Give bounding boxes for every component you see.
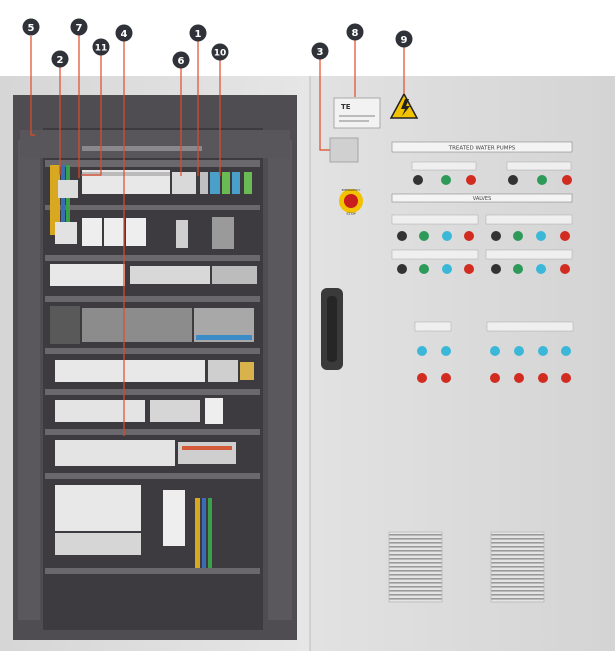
callout-badge-7: 7 xyxy=(70,18,88,36)
treated-water-pumps-title: TREATED WATER PUMPS xyxy=(448,146,516,152)
callout-badge-9: 9 xyxy=(395,30,413,48)
row-8-components xyxy=(55,485,212,568)
callout-badge-3: 3 xyxy=(311,42,329,60)
callout-badge-6: 6 xyxy=(172,51,190,69)
svg-text:1: 1 xyxy=(195,29,202,40)
valve-1-selector[interactable] xyxy=(397,231,407,241)
callout-leader-lines xyxy=(30,27,405,436)
valve-3-selector[interactable] xyxy=(397,264,407,274)
top-cable-duct xyxy=(20,130,290,158)
svg-text:2: 2 xyxy=(57,55,64,66)
callout-badge-8: 8 xyxy=(346,23,364,41)
row-2-components xyxy=(55,217,234,249)
plc-row xyxy=(50,306,254,344)
te-logo: TE xyxy=(341,103,351,111)
lightning-icon xyxy=(401,99,410,116)
estop-top-label: EMERGENCY xyxy=(342,188,361,192)
valves-title: VALVES xyxy=(473,196,492,202)
estop-bottom-label: STOP xyxy=(346,212,355,216)
svg-text:7: 7 xyxy=(76,23,83,34)
ventilation-grille-right xyxy=(490,531,545,603)
row-6-components xyxy=(55,398,223,424)
valve-controls xyxy=(391,214,573,274)
pump-2-red-lamp xyxy=(562,175,572,185)
pump-2-selector[interactable] xyxy=(508,175,518,185)
svg-text:6: 6 xyxy=(178,56,185,67)
pump-controls xyxy=(411,161,572,185)
svg-text:10: 10 xyxy=(214,49,227,59)
lower-indicator-lamps xyxy=(414,321,574,383)
row-1-components xyxy=(50,165,252,235)
callout-badge-11: 11 xyxy=(92,38,110,56)
callout-badge-1: 1 xyxy=(189,24,207,42)
valves-bar xyxy=(391,193,573,203)
valve-2-selector[interactable] xyxy=(491,231,501,241)
treated-water-pumps-bar xyxy=(391,141,573,153)
svg-text:9: 9 xyxy=(401,35,408,46)
pump-1-selector[interactable] xyxy=(413,175,423,185)
callout-badge-2: 2 xyxy=(51,50,69,68)
emergency-stop[interactable]: EMERGENCY STOP xyxy=(339,188,363,216)
svg-text:11: 11 xyxy=(95,44,108,54)
row-3-components xyxy=(50,264,257,286)
row-7-components xyxy=(55,440,236,466)
cabinet-door xyxy=(310,76,615,651)
ventilation-grille-left xyxy=(388,531,443,603)
callout-badge-4: 4 xyxy=(115,24,133,42)
valve-4-selector[interactable] xyxy=(491,264,501,274)
pump-2-green-lamp xyxy=(537,175,547,185)
din-rails xyxy=(45,160,260,574)
svg-text:4: 4 xyxy=(121,29,128,40)
svg-text:8: 8 xyxy=(352,28,359,39)
pump-1-red-lamp xyxy=(466,175,476,185)
row-5-components xyxy=(55,360,254,382)
svg-text:3: 3 xyxy=(317,47,324,58)
pump-1-green-lamp xyxy=(441,175,451,185)
callout-badge-10: 10 xyxy=(211,43,229,61)
callout-badge-5: 5 xyxy=(22,18,40,36)
rating-label xyxy=(333,97,381,129)
door-terminal-plate xyxy=(329,137,359,163)
svg-text:5: 5 xyxy=(28,23,35,34)
